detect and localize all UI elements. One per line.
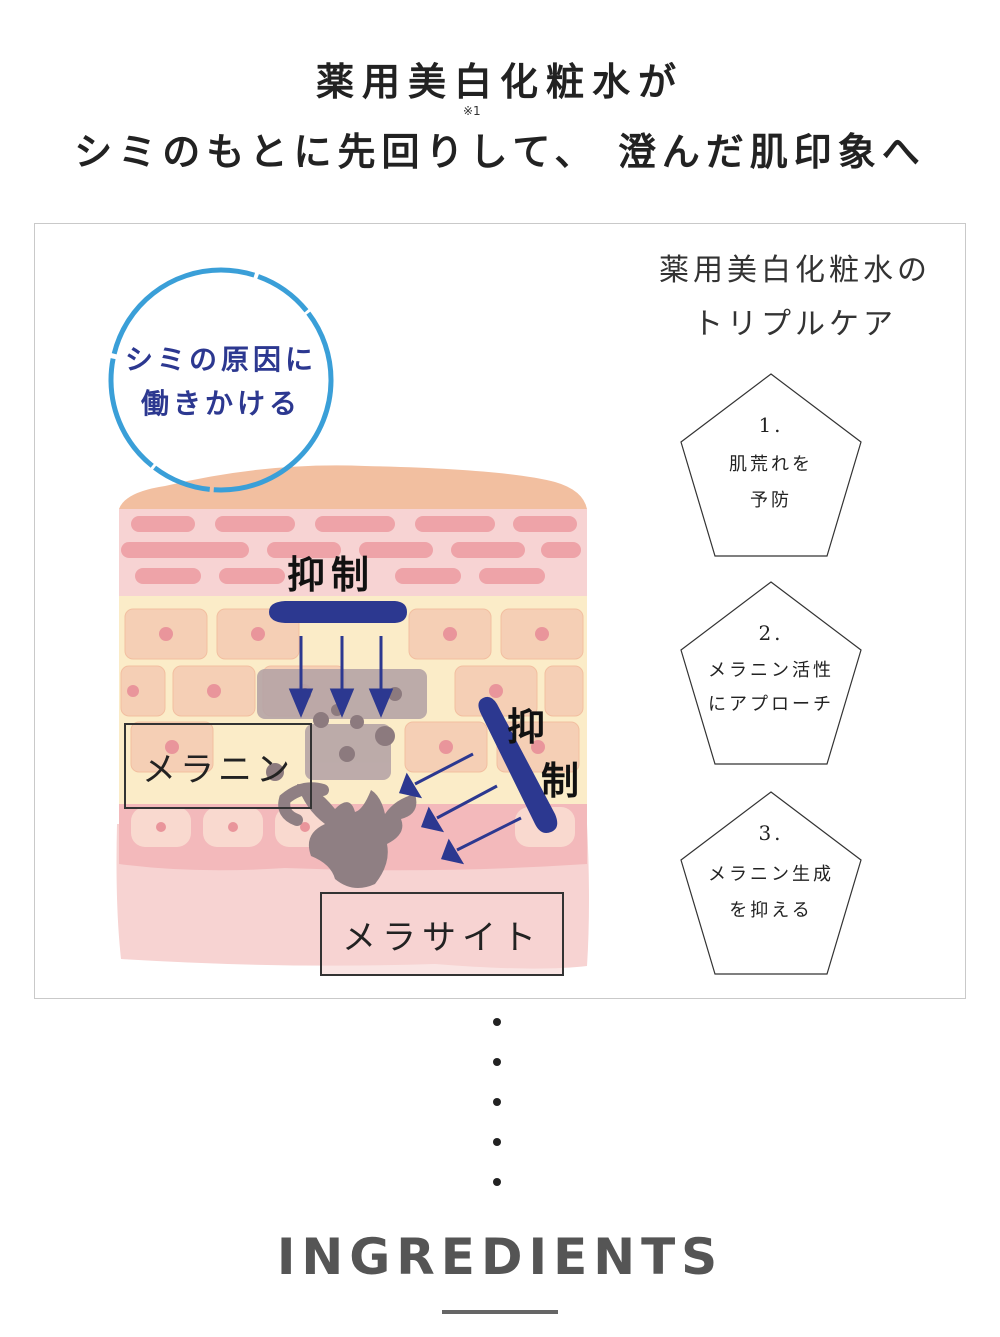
pentagon-shape <box>680 373 862 557</box>
ingredients-heading: INGREDIENTS <box>276 1228 724 1286</box>
care-item-1: 1. 肌荒れを 予防 <box>679 372 863 560</box>
care-3-line1: メラニン生成 <box>708 864 834 885</box>
panel-title-line1: 薬用美白化粧水の <box>659 253 931 288</box>
hero-footnote-mark: ※1 <box>463 104 481 118</box>
hero-title: 薬用美白化粧水が <box>315 59 684 104</box>
care-3-line2: を抑える <box>729 900 813 921</box>
care-3-number: 3. <box>758 821 784 845</box>
hero-subtitle: シミのもとに先回りして、 澄んだ肌印象へ <box>74 129 926 174</box>
suppress-label-side-2: 制 <box>541 758 580 803</box>
separator-dot <box>493 1138 501 1146</box>
circle-label: シミの原因に 働きかける <box>111 338 331 426</box>
melanin-label: メラニン <box>124 723 312 809</box>
care-item-2: 2. メラニン活性 にアプローチ <box>679 580 863 768</box>
care-2-number: 2. <box>758 621 784 645</box>
care-item-3: 3. メラニン生成 を抑える <box>679 790 863 978</box>
pentagon-shape <box>680 791 862 975</box>
care-1-number: 1. <box>758 413 784 437</box>
panel-title-line2: トリプルケア <box>693 307 897 342</box>
separator-dot <box>493 1058 501 1066</box>
separator-dot <box>493 1018 501 1026</box>
triple-care-panel: シミの原因に 働きかける 抑制 抑 制 メラニン メラサイト 薬用美白化粧水の … <box>34 223 966 999</box>
circle-label-line1: シミの原因に <box>124 343 317 376</box>
separator-dot <box>493 1098 501 1106</box>
circle-label-line2: 働きかける <box>140 387 301 420</box>
care-2-line1: メラニン活性 <box>708 660 834 681</box>
separator-dot <box>493 1178 501 1186</box>
care-1-line2: 予防 <box>750 490 792 511</box>
heading-underline <box>442 1310 558 1314</box>
suppress-label-side-1: 抑 <box>507 704 546 749</box>
suppress-label-top: 抑制 <box>287 552 376 597</box>
melanocyte-label: メラサイト <box>320 892 564 976</box>
pentagon-shape <box>680 581 862 765</box>
care-2-line2: にアプローチ <box>708 694 834 715</box>
care-1-line1: 肌荒れを <box>729 454 813 475</box>
